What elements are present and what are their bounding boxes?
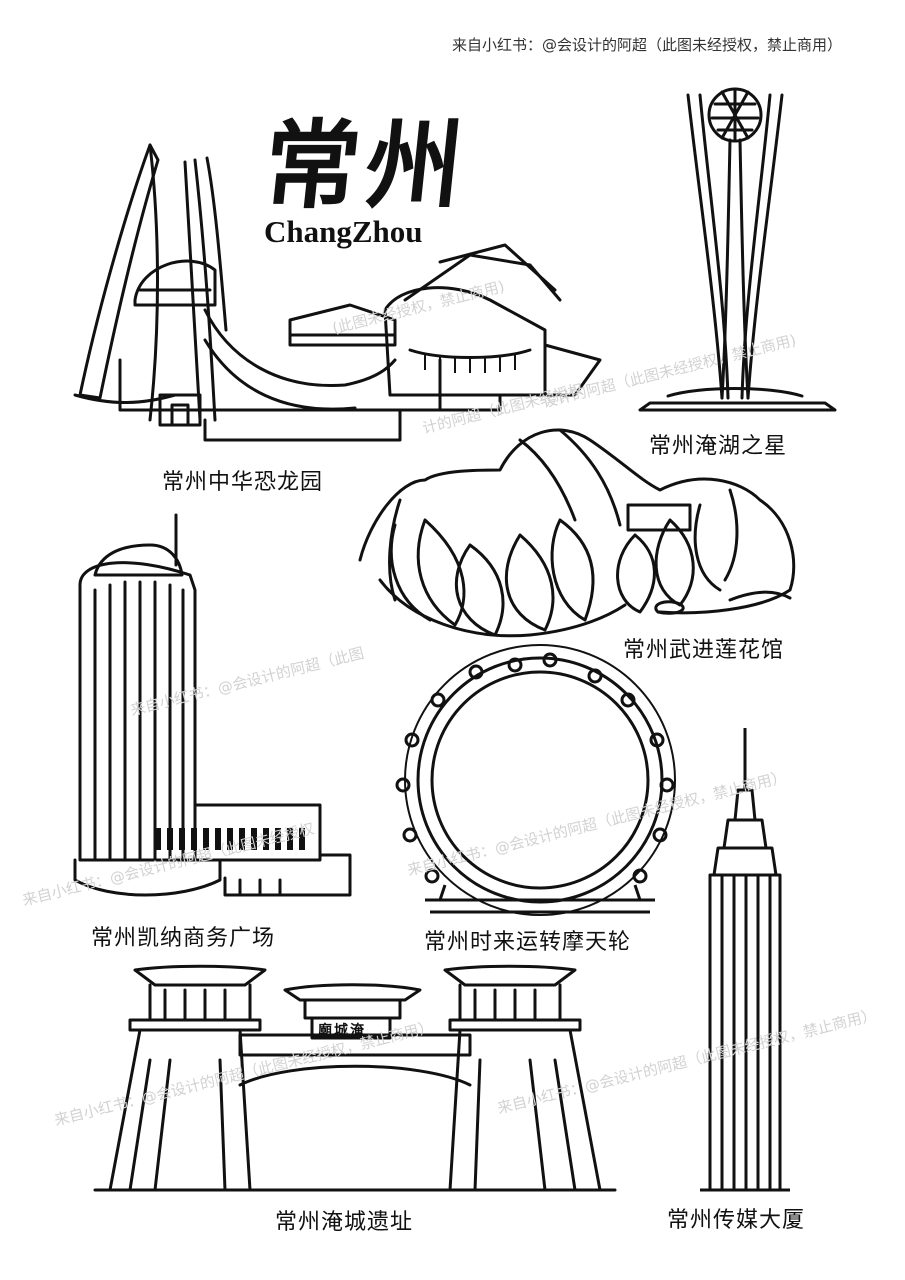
gate-sign: 廟城淹 [318,1023,366,1039]
label-ferris-wheel: 常州时来运转摩天轮 [424,930,632,955]
watermark: 来自小红书：@会设计的阿超（此图未经授权，禁止商用） [495,1005,879,1118]
label-media-tower: 常州传媒大厦 [667,1208,806,1233]
watermark: 来自小红书：@会设计的阿超（此图未经授权 [20,819,316,910]
watermark: 设计的阿超（此图未经授权，禁止商用) [540,330,798,412]
label-dinosaur-park: 常州中华恐龙园 [162,470,324,495]
label-yancheng-ruins: 常州淹城遗址 [275,1210,414,1235]
watermark: 来自小红书：@会设计的阿超（此图未经授权，禁止商用） [405,767,789,880]
label-kaina-plaza: 常州凯纳商务广场 [91,926,276,951]
credit-line: 来自小红书：@会设计的阿超（此图未经授权，禁止商用） [452,36,843,54]
watermark: 来自小红书：@会设计的阿超（此图 [128,643,366,720]
label-lake-star: 常州淹湖之星 [649,434,788,459]
label-lotus-pavilion: 常州武进莲花馆 [623,638,785,663]
watermark: 来自小红书：@会设计的阿超（此图未经授权，禁止商用） [52,1017,436,1130]
city-title-english: ChangZhou [264,214,423,249]
watermark: (此图未经授权，禁止商用) [330,277,507,338]
city-title-chinese: 常州 [258,109,475,222]
